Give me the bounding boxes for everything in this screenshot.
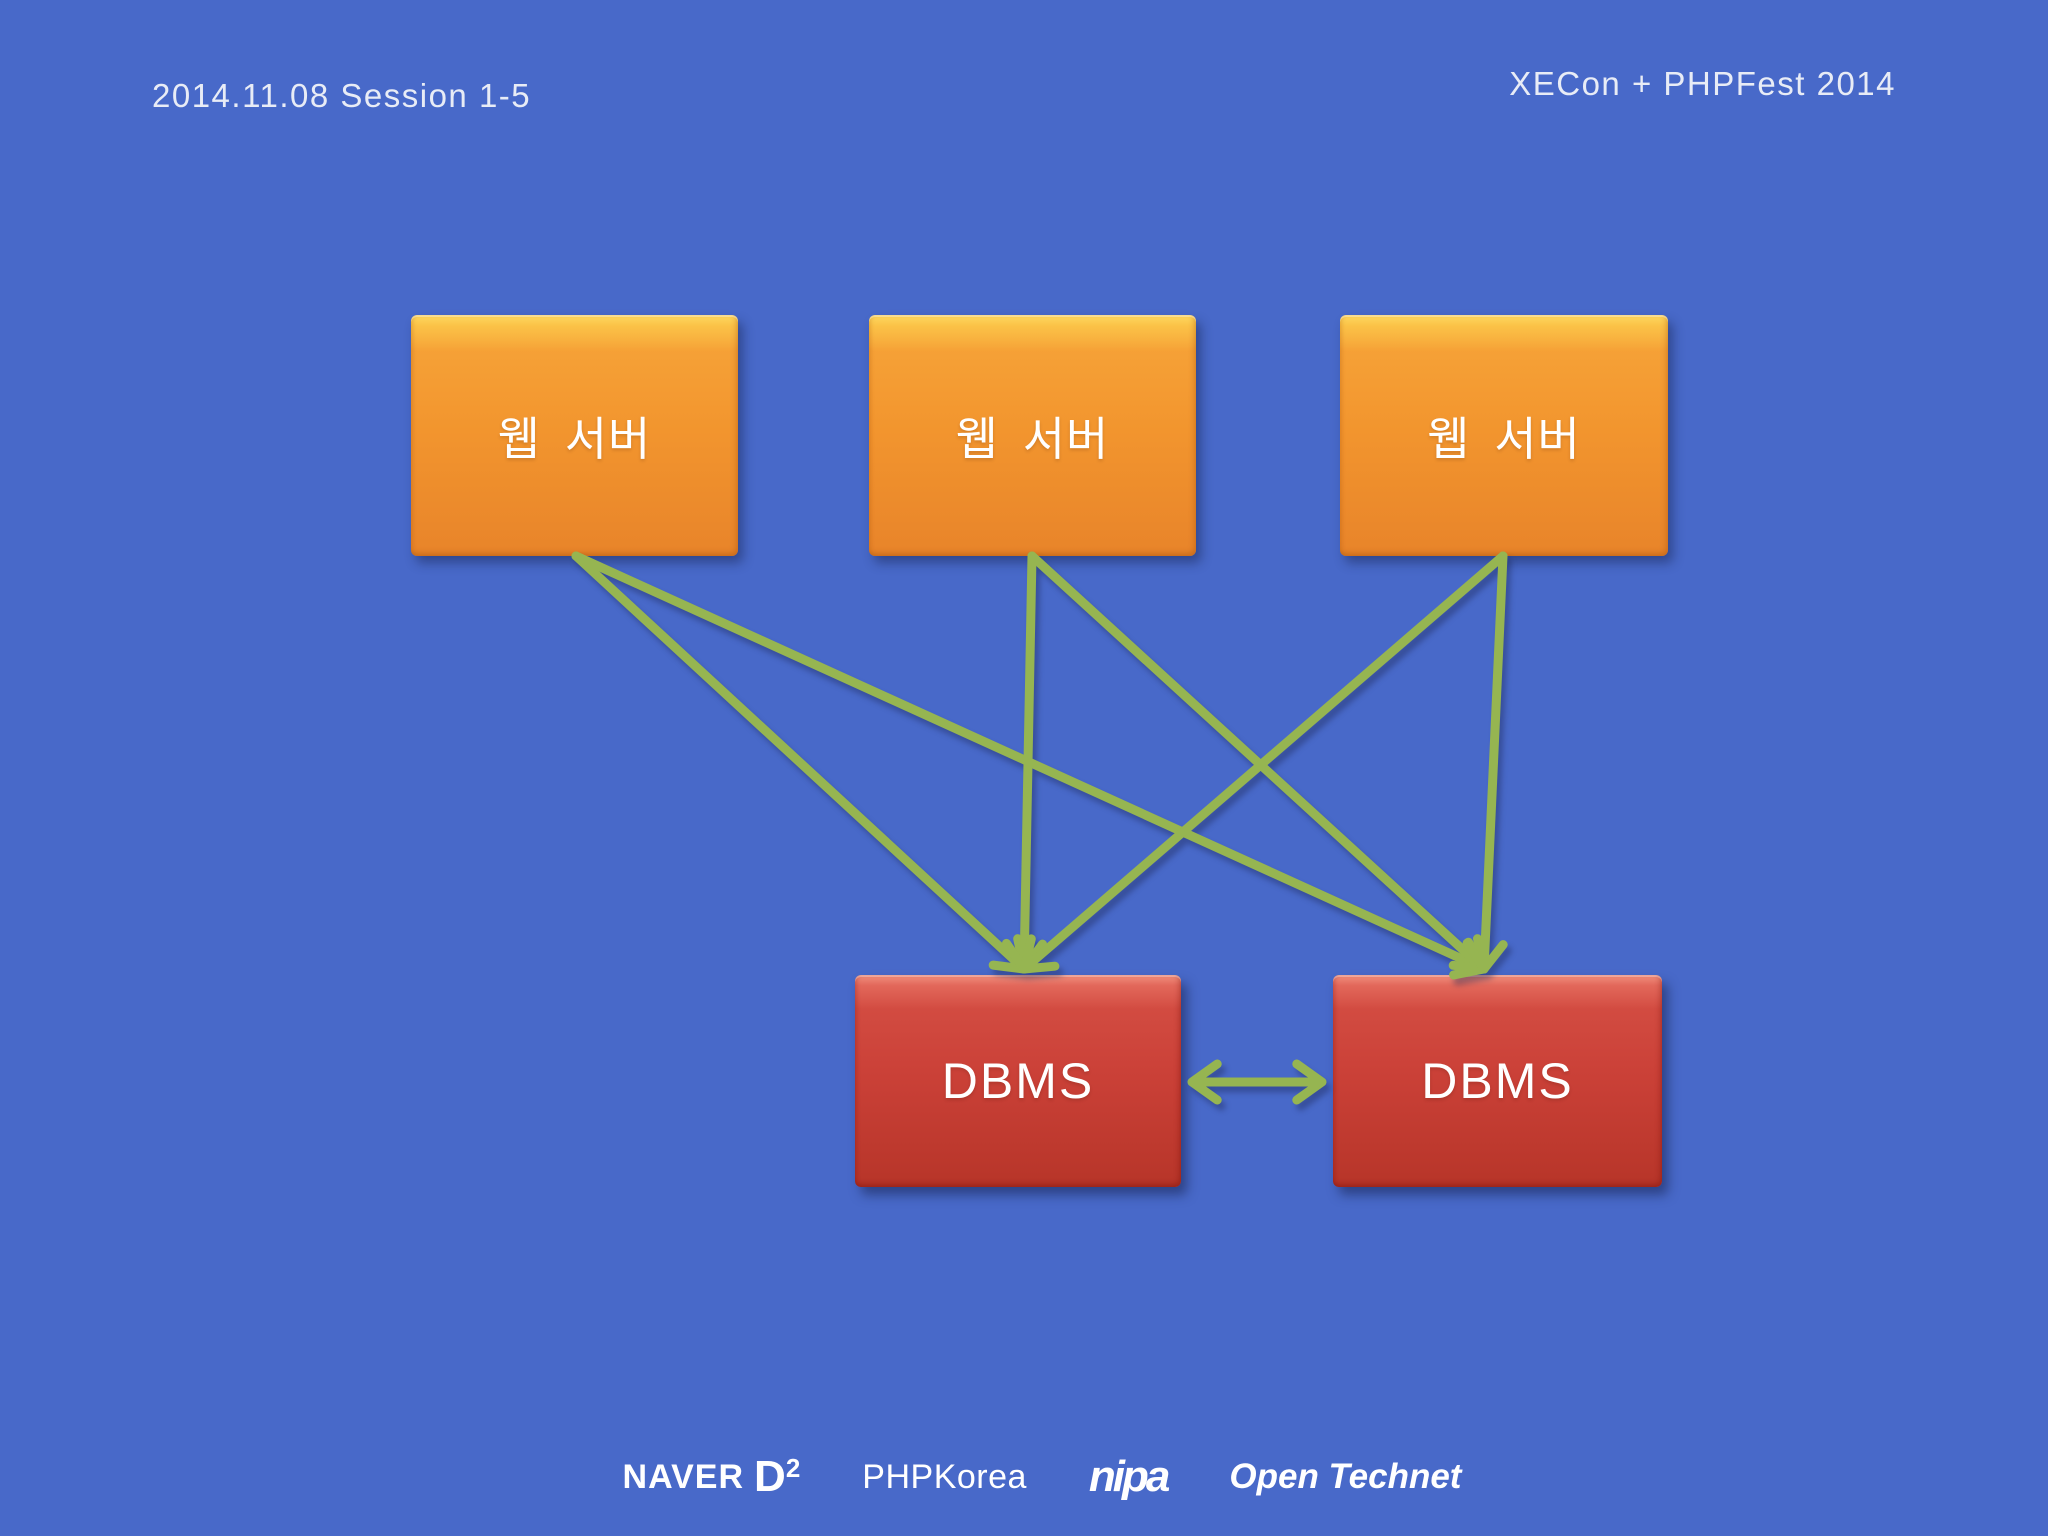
dbms-box-1: DBMS xyxy=(855,975,1181,1187)
web-server-box-1: 웹 서버 xyxy=(411,315,738,556)
open-technet-logo: Open Technet xyxy=(1229,1457,1462,1496)
edge-web-server-2-to-dbms-2 xyxy=(1027,551,1489,974)
phpkorea-logo: PHPKorea xyxy=(862,1457,1027,1496)
edge-dbms-1-to-dbms-2 xyxy=(1187,1059,1327,1105)
event-title-label: XECon + PHPFest 2014 xyxy=(1509,65,1896,102)
edge-web-server-1-to-dbms-2 xyxy=(571,551,1489,980)
dbms-label: DBMS xyxy=(1421,1053,1574,1109)
naver-wordmark: NAVER xyxy=(622,1457,745,1496)
naver-d2-logo: NAVER D2 xyxy=(623,1455,801,1499)
d2-icon: D2 xyxy=(754,1452,801,1501)
web-server-label: 웹 서버 xyxy=(497,412,652,465)
dbms-box-2: DBMS xyxy=(1333,975,1662,1187)
edge-web-server-2-to-dbms-1 xyxy=(1002,551,1047,974)
web-server-box-2: 웹 서버 xyxy=(869,315,1196,556)
nipa-logo: nipa xyxy=(1088,1452,1170,1501)
web-server-box-3: 웹 서버 xyxy=(1340,315,1668,556)
sponsor-logos: NAVER D2 PHPKorea nipa Open Technet xyxy=(623,1455,1462,1499)
edge-web-server-3-to-dbms-1 xyxy=(1019,551,1508,974)
web-server-label: 웹 서버 xyxy=(955,412,1110,465)
web-server-label: 웹 서버 xyxy=(1427,412,1581,465)
session-date-label: 2014.11.08 Session 1-5 xyxy=(152,77,532,114)
edge-web-server-1-to-dbms-1 xyxy=(571,551,1029,974)
edge-web-server-3-to-dbms-2 xyxy=(1462,551,1508,974)
dbms-label: DBMS xyxy=(941,1053,1095,1109)
